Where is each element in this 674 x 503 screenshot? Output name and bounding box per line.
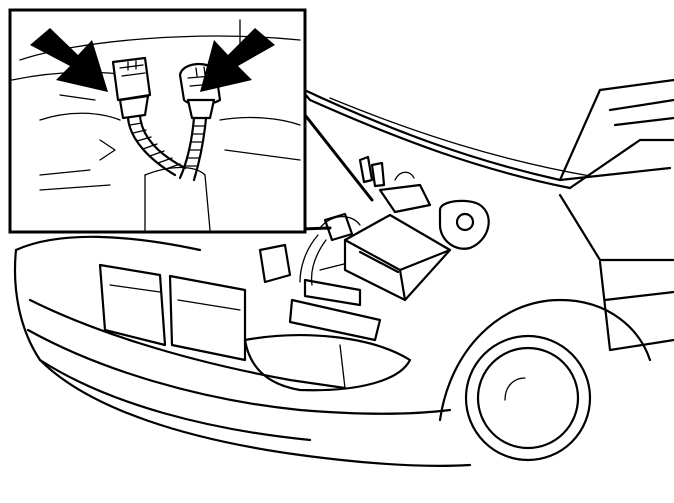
callout-detail-box — [8, 8, 307, 234]
arrow-pointing-left-down-icon — [200, 28, 275, 92]
car-body — [13, 78, 674, 467]
arrow-pointing-right-down-icon — [30, 28, 108, 92]
